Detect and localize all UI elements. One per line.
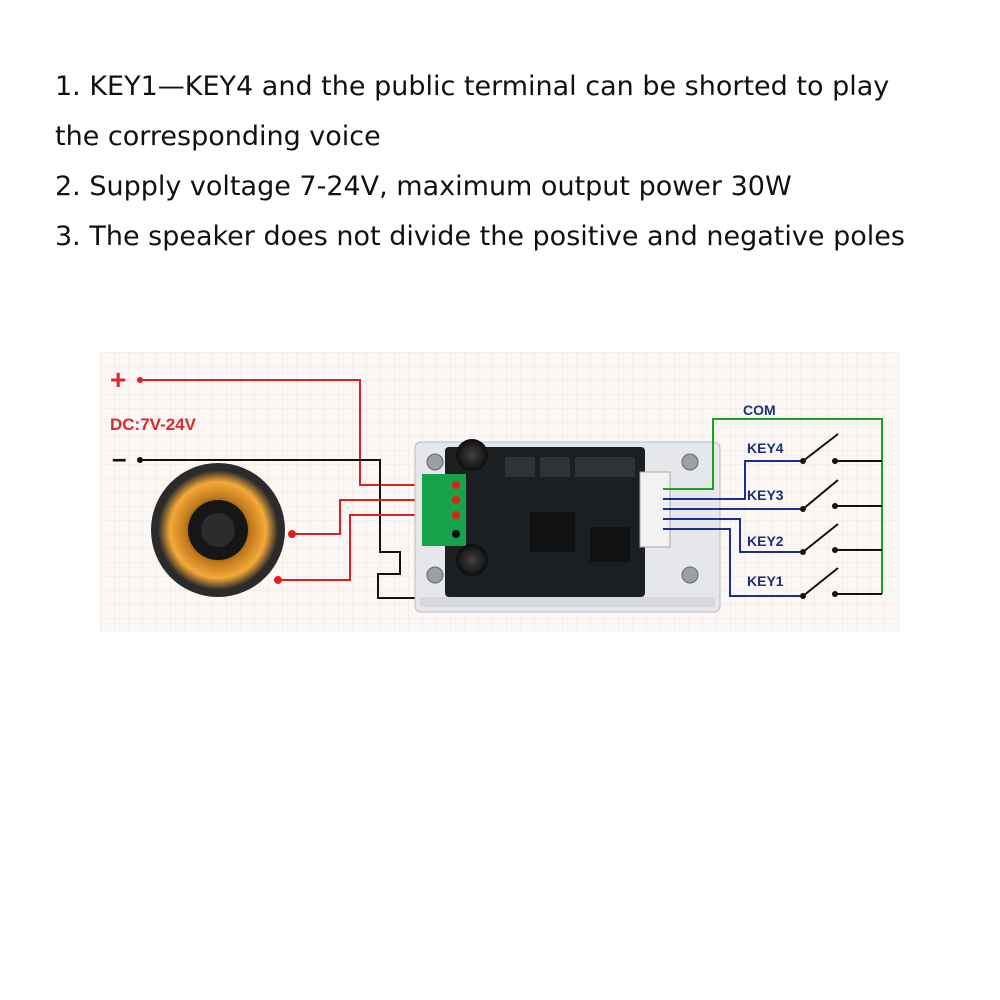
board-icon: [414, 439, 721, 613]
wiring-diagram-svg: + DC:7V-24V –: [100, 352, 900, 632]
key4-label: KEY4: [747, 440, 784, 456]
power-label: DC:7V-24V: [110, 415, 197, 434]
com-label: COM: [743, 402, 776, 418]
key1-wire: [663, 528, 800, 597]
wiring-diagram: + DC:7V-24V –: [100, 352, 900, 632]
key2-wire: [663, 518, 800, 553]
note-line-2: the corresponding voice: [55, 121, 381, 152]
minus-symbol: –: [112, 443, 126, 473]
key2-label: KEY2: [747, 533, 784, 549]
note-line-4: 3. The speaker does not divide the posit…: [55, 221, 905, 252]
speaker-wire-1: [292, 499, 458, 535]
switch-icon: [800, 433, 839, 599]
plus-symbol: +: [110, 364, 126, 395]
power-positive-node: [137, 377, 143, 383]
power-negative-node: [137, 457, 143, 463]
power-positive-wire: [140, 379, 458, 486]
note-line-3: 2. Supply voltage 7-24V, maximum output …: [55, 171, 792, 202]
key3-label: KEY3: [747, 487, 784, 503]
speaker-icon: [151, 463, 296, 597]
com-wire: [663, 418, 883, 594]
speaker-wire-2: [278, 514, 458, 581]
note-line-1: 1. KEY1—KEY4 and the public terminal can…: [55, 71, 890, 102]
key1-label: KEY1: [747, 573, 784, 589]
key4-wire: [663, 460, 800, 500]
instructions: 1. KEY1—KEY4 and the public terminal can…: [55, 62, 955, 262]
